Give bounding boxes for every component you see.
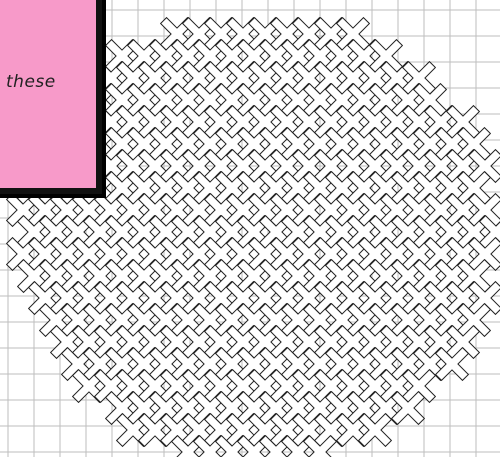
hint-callout: these bbox=[0, 0, 102, 194]
hint-callout-text: these bbox=[6, 72, 56, 92]
